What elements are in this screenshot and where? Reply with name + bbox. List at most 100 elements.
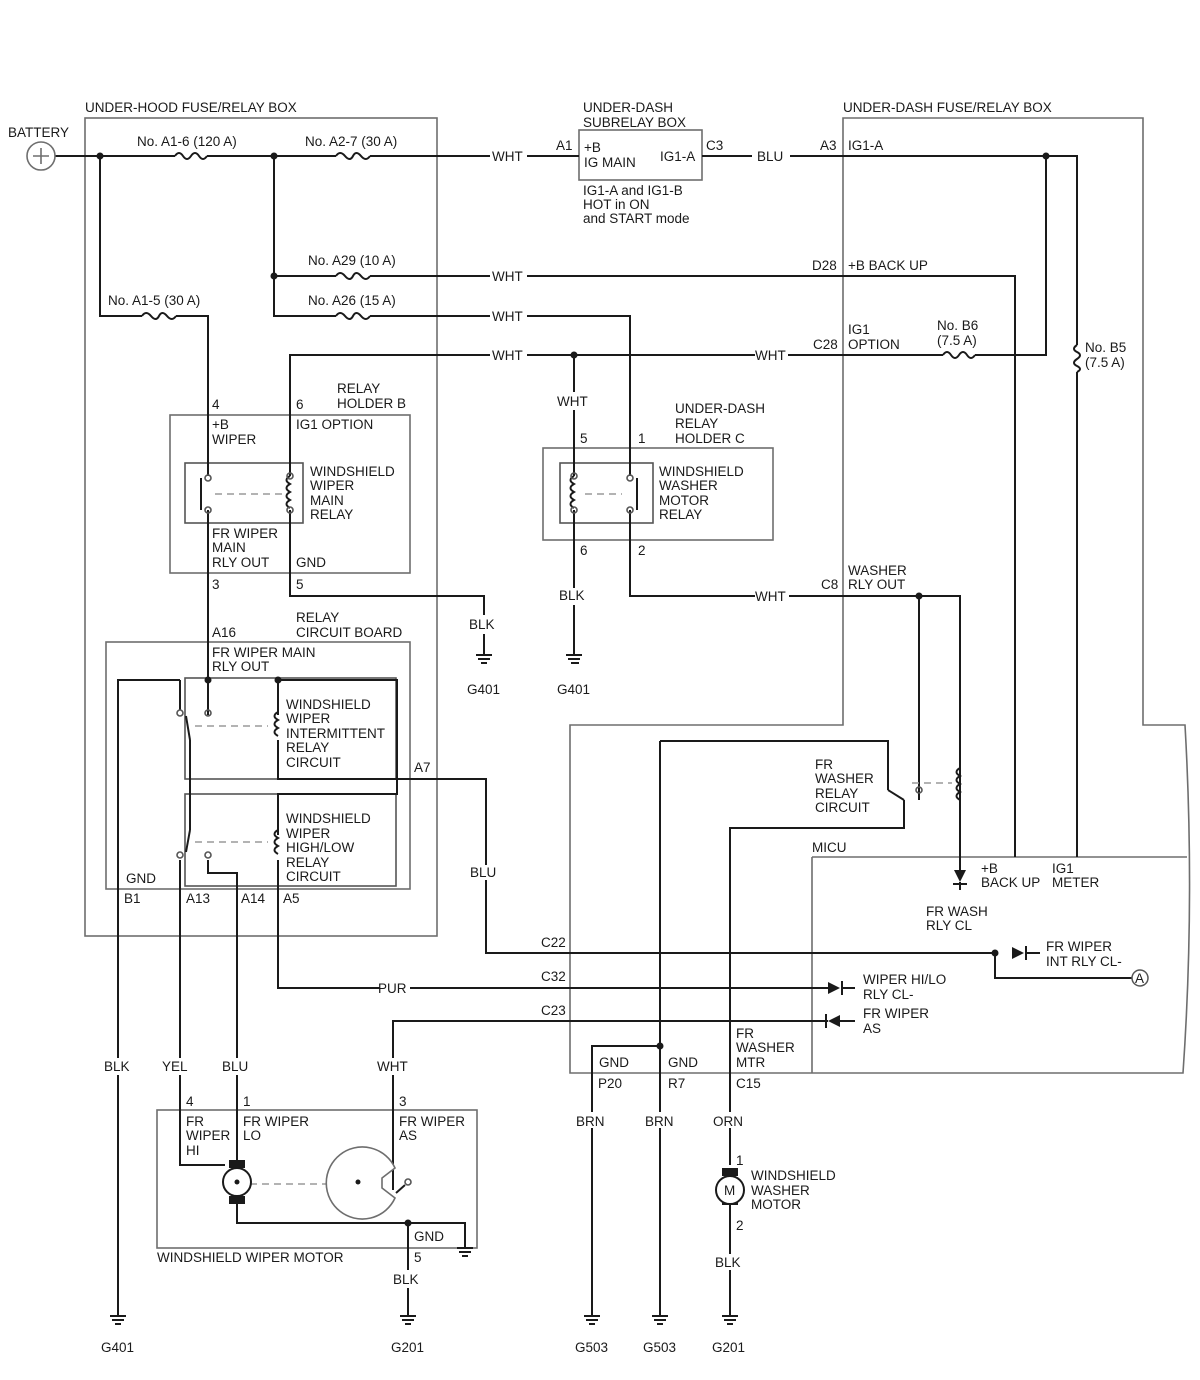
wiper-motor-pin-4: 4 <box>186 1094 194 1109</box>
wiper-motor-lo-2: LO <box>243 1128 261 1143</box>
circuit-board-pin-a16: A16 <box>212 625 236 640</box>
wiper-motor-pin-3: 3 <box>399 1094 407 1109</box>
junction-dot <box>1042 152 1050 160</box>
ground-label-g401: G401 <box>557 682 590 697</box>
wire-color-orn: ORN <box>713 1114 743 1129</box>
circuit-board-pin-a5: A5 <box>283 891 300 906</box>
washer-relay-contact-top <box>626 474 634 482</box>
fr-washer-mtr-1: FR <box>736 1026 754 1041</box>
wiper-motor-outline <box>156 1109 478 1249</box>
wiper-motor-gnd-wire <box>236 1200 466 1248</box>
fr-wiper-as-2: AS <box>863 1021 881 1036</box>
underhood-fuse-box-outline <box>84 117 438 937</box>
wiper-motor-hi-1: FR <box>186 1114 204 1129</box>
micu-outline <box>811 856 1187 1073</box>
main-relay-name-3: MAIN <box>310 493 344 508</box>
int-relay-coil <box>273 711 281 737</box>
underdash-fuse-box-outline <box>569 117 1191 1074</box>
hl-contact-left <box>176 851 184 859</box>
micu-gnd-2: GND <box>668 1055 698 1070</box>
ground-icon-g401-a <box>476 654 492 664</box>
fr-wash-rly-cl-1: FR WASH <box>926 904 988 919</box>
wire-color-blu: BLU <box>470 865 496 880</box>
intermittent-label-1: WINDSHIELD <box>286 697 371 712</box>
main-relay-name-2: WIPER <box>310 478 355 493</box>
wire-color-yel: YEL <box>162 1059 188 1074</box>
gnd-b1-wire <box>117 679 209 1316</box>
washer-relay-coil-bottom-node <box>570 506 578 514</box>
subrelay-note-3: and START mode <box>583 211 690 226</box>
wire-color-blk: BLK <box>559 588 585 603</box>
fuse-a2-7-label: No. A2-7 (30 A) <box>305 134 397 149</box>
micu-pin-c15: C15 <box>736 1076 761 1091</box>
wire-color-brn: BRN <box>645 1114 674 1129</box>
underdash-backup: +B BACK UP <box>848 258 928 273</box>
fr-wash-rly-cl-2: RLY CL <box>926 918 973 933</box>
diode-fr-wash-rly-cl-bar <box>953 882 967 890</box>
micu-pin-p20: P20 <box>598 1076 622 1091</box>
junction-dot <box>270 272 278 280</box>
washer-relay-name-4: RELAY <box>659 507 702 522</box>
washer-motor-pin-1: 1 <box>736 1153 744 1168</box>
fr-wiper-int-2: INT RLY CL- <box>1046 954 1122 969</box>
circuit-board-main-out-2: RLY OUT <box>212 659 269 674</box>
fr-washer-relay-label-4: CIRCUIT <box>815 800 870 815</box>
subrelay-plus-b: +B <box>584 140 601 155</box>
main-relay-plus-b-1: +B <box>212 417 229 432</box>
subrelay-pin-a1: A1 <box>556 138 573 153</box>
wire-color-brn: BRN <box>576 1114 605 1129</box>
underdash-ig1-a: IG1-A <box>848 138 883 153</box>
int-contact-right <box>204 709 212 717</box>
fuse-b5-label-2: (7.5 A) <box>1085 355 1125 370</box>
p20-brn-wire <box>591 1045 660 1316</box>
yel-hi-wire <box>179 860 225 1166</box>
junction-dot <box>656 1042 664 1050</box>
highlow-label-1: WINDSHIELD <box>286 811 371 826</box>
highlow-label-5: CIRCUIT <box>286 869 341 884</box>
main-relay-out-2: MAIN <box>212 540 246 555</box>
micu-backup-1: +B <box>981 861 998 876</box>
diode-wiper-as-bar <box>825 1014 855 1028</box>
ground-label-g503: G503 <box>575 1340 608 1355</box>
a26-wire <box>273 276 631 476</box>
underhood-box-label: UNDER-HOOD FUSE/RELAY BOX <box>85 100 297 115</box>
ground-icon-g401-b <box>566 654 582 664</box>
main-relay-coil-bottom-node <box>286 506 294 514</box>
micu-pin-c32: C32 <box>541 969 566 984</box>
as-contact-blade <box>395 1184 406 1194</box>
fuse-b5 <box>1073 344 1081 373</box>
wiper-motor-gnd: GND <box>414 1229 444 1244</box>
washer-motor-name-1: WINDSHIELD <box>751 1168 836 1183</box>
washer-motor-pin-2: 2 <box>736 1218 744 1233</box>
micu-pin-c23: C23 <box>541 1003 566 1018</box>
fuse-a1-5-label: No. A1-5 (30 A) <box>108 293 200 308</box>
fr-washer-relay-label-1: FR <box>815 757 833 772</box>
main-relay-pin-4: 4 <box>212 397 220 412</box>
circuit-board-pin-a13: A13 <box>186 891 210 906</box>
micu-ig1-meter-2: METER <box>1052 875 1100 890</box>
micu-label: MICU <box>812 840 847 855</box>
main-relay-gnd-wire <box>289 510 485 655</box>
as-contact-node <box>404 1178 412 1186</box>
circuit-board-pin-a7: A7 <box>414 760 431 775</box>
junction-dot <box>570 351 578 359</box>
intermittent-label-4: RELAY <box>286 740 329 755</box>
main-relay-coil <box>285 475 293 509</box>
wire-color-blk: BLK <box>469 617 495 632</box>
washer-relay-body <box>559 462 654 524</box>
wire-color-wht: WHT <box>755 348 786 363</box>
main-relay-ig1-option: IG1 OPTION <box>296 417 373 432</box>
micu-gnd-1: GND <box>599 1055 629 1070</box>
wiper-motor-lo-1: FR WIPER <box>243 1114 309 1129</box>
wire-color-wht: WHT <box>492 149 523 164</box>
fr-washer-relay-label-2: WASHER <box>815 771 874 786</box>
washer-rly-out-wire <box>629 510 961 857</box>
wire-color-blu: BLU <box>222 1059 248 1074</box>
wire-color-pur: PUR <box>378 981 407 996</box>
underdash-washer-rly-out-1: WASHER <box>848 563 907 578</box>
washer-relay-contact-bottom <box>626 506 634 514</box>
ground-icon-g201-a <box>400 1315 416 1325</box>
relay-circuit-board-outline <box>105 641 411 890</box>
fuse-a26 <box>335 312 371 320</box>
junction-dot <box>96 152 104 160</box>
